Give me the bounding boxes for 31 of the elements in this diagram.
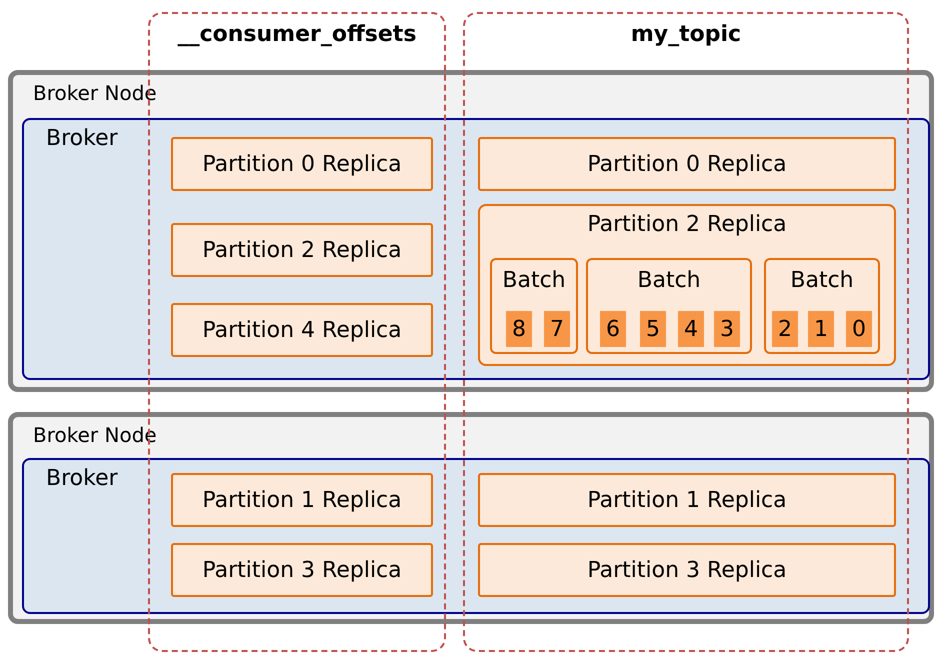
batch-title: Batch xyxy=(501,268,567,293)
topic-title: my_topic xyxy=(630,22,742,47)
offset-cell: 2 xyxy=(772,311,798,347)
offset-cell: 0 xyxy=(846,311,872,347)
partition-box: Partition 2 Replica xyxy=(171,223,433,277)
partition-box: Partition 0 Replica xyxy=(478,137,896,191)
panel-title: Broker Node xyxy=(33,81,157,105)
offset-cell: 4 xyxy=(678,311,704,347)
batch-box xyxy=(490,258,578,354)
partition-box xyxy=(478,204,896,366)
partition-box: Partition 4 Replica xyxy=(171,303,433,357)
panel-title: Broker xyxy=(46,126,118,151)
offset-cell: 3 xyxy=(714,311,740,347)
topic-title: __consumer_offsets xyxy=(176,22,418,47)
offset-cell: 8 xyxy=(506,311,532,347)
batch-box xyxy=(764,258,880,354)
panel-title: Broker Node xyxy=(33,423,157,447)
partition-title: Partition 2 Replica xyxy=(586,212,788,237)
offset-cell: 6 xyxy=(600,311,626,347)
partition-box: Partition 3 Replica xyxy=(171,543,433,597)
partition-box: Partition 3 Replica xyxy=(478,543,896,597)
offset-cell: 7 xyxy=(544,311,570,347)
batch-title: Batch xyxy=(789,268,855,293)
partition-box: Partition 0 Replica xyxy=(171,137,433,191)
partition-box: Partition 1 Replica xyxy=(171,473,433,527)
offset-cell: 1 xyxy=(808,311,834,347)
panel-title: Broker xyxy=(46,466,118,491)
partition-box: Partition 1 Replica xyxy=(478,473,896,527)
offset-cell: 5 xyxy=(640,311,666,347)
batch-title: Batch xyxy=(636,268,702,293)
batch-box xyxy=(586,258,752,354)
